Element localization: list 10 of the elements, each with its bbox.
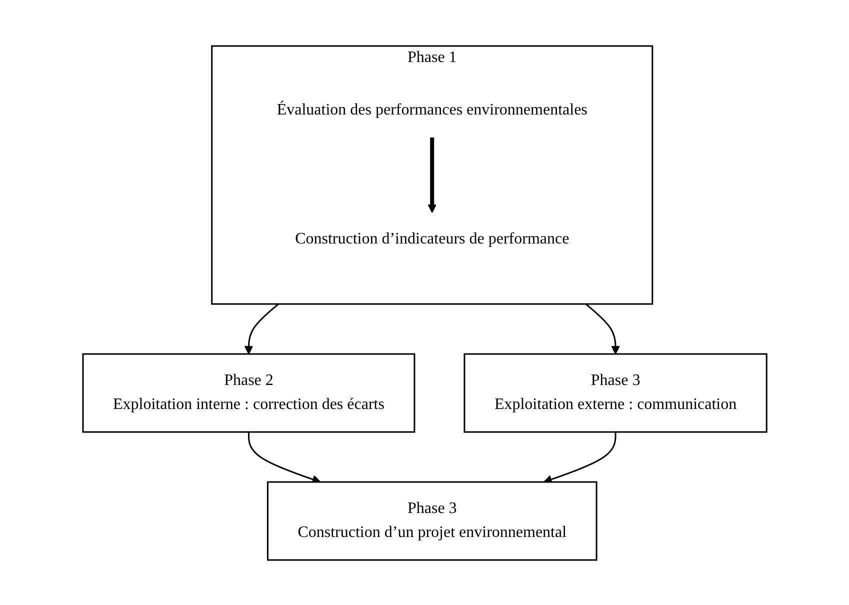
node-box: Phase 3 Construction d’un projet environnemental [266,480,597,560]
arrow [248,432,320,484]
node-box: Phase 3 Exploitation externe : communication [463,352,768,432]
node-text: Évaluation des performances environnementales [276,101,588,118]
node-text: Construction d’indicateurs de performance [294,230,569,247]
arrow [427,137,436,212]
arrow [584,302,620,354]
arrow [244,302,279,354]
node-box: Phase 2 Exploitation interne : correction des écarts [82,352,415,432]
arrow [543,432,616,484]
